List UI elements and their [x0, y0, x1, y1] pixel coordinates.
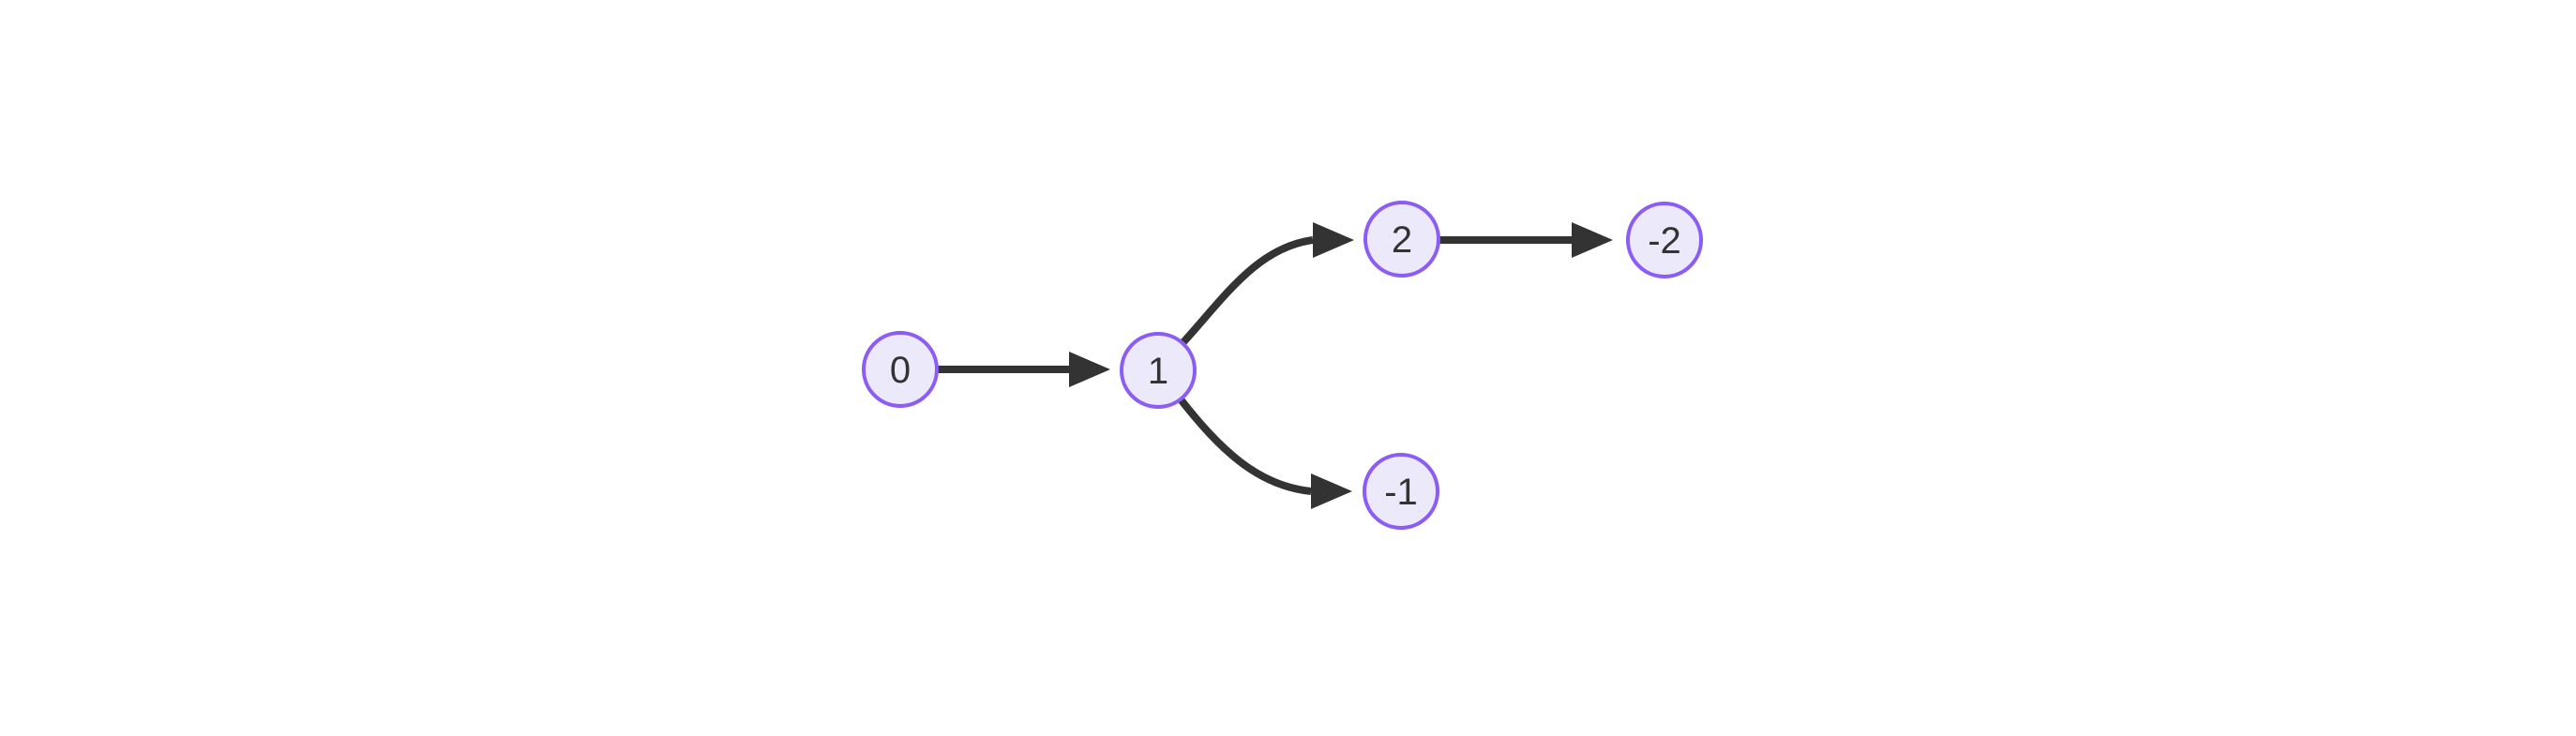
- graph-node[interactable]: 1: [1120, 332, 1197, 409]
- node-circle[interactable]: [1363, 453, 1439, 530]
- edge-line: [1177, 397, 1312, 495]
- node-circle[interactable]: [1363, 201, 1440, 278]
- graph-node[interactable]: 0: [862, 331, 939, 408]
- graph-node[interactable]: 2: [1363, 201, 1440, 278]
- node-circle[interactable]: [1120, 332, 1197, 409]
- graph-node[interactable]: -2: [1626, 202, 1703, 278]
- node-circle[interactable]: [862, 331, 939, 408]
- graph-edge[interactable]: [1177, 397, 1352, 509]
- edge-arrowhead-icon: [1572, 222, 1613, 258]
- edge-arrowhead-icon: [1313, 222, 1354, 258]
- edges-layer: [937, 222, 1613, 509]
- edge-arrowhead-icon: [1311, 473, 1352, 509]
- graph-node[interactable]: -1: [1363, 453, 1439, 530]
- edge-line: [1180, 236, 1314, 346]
- graph-edge[interactable]: [1180, 222, 1354, 346]
- graph-edge[interactable]: [937, 352, 1110, 387]
- graph-edge[interactable]: [1439, 222, 1613, 258]
- node-circle[interactable]: [1626, 202, 1703, 278]
- edge-arrowhead-icon: [1069, 352, 1110, 387]
